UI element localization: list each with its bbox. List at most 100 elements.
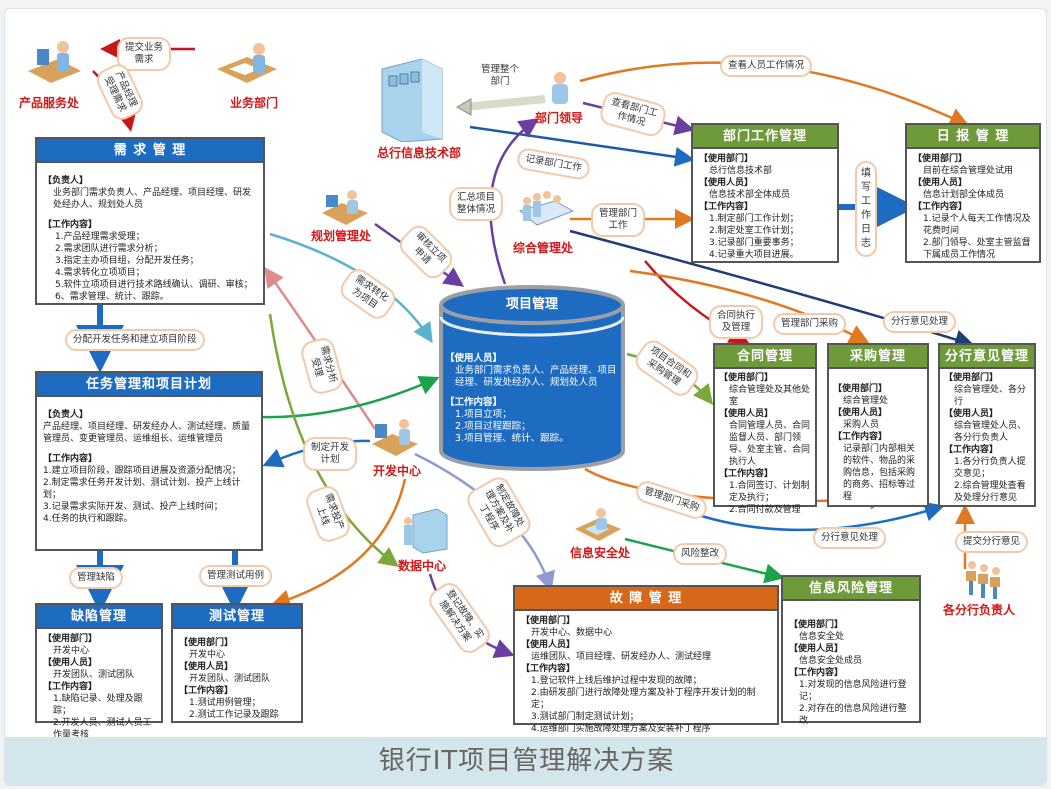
label-work: 【工作内容】 xyxy=(179,686,234,696)
project-mgmt-cylinder: 项目管理 【使用人员】 业务部门需求负责人、产品经理、项目经理、研发处经办人、规… xyxy=(437,283,627,473)
link-manage-whole xyxy=(464,95,546,111)
label-work: 【工作内容】 xyxy=(699,202,754,212)
work-item: 1.登记软件上线后维护过程中发现的故障； xyxy=(531,676,702,686)
building-icon xyxy=(381,58,443,142)
bubble-branch-opinion-1: 分行意见处理 xyxy=(883,311,957,333)
dept-text: 综合管理处 xyxy=(843,396,889,406)
users-text: 综合管理处人员、各分行负责人 xyxy=(954,421,1027,443)
work-item: 5.软件立项项目进行技术路线确认、调研、审核； xyxy=(55,280,253,290)
dept-text: 总行信息技术部 xyxy=(709,166,773,176)
fault-mgmt-box: 故 障 管 理 【使用部门】 开发中心、数据中心 【使用人员】 运维团队、项目经… xyxy=(513,585,779,734)
link-branch-opinion-2 xyxy=(694,501,945,532)
users-text: 业务部门需求负责人、产品经理、项目经理、研发处经办人、规划处人员 xyxy=(455,365,617,388)
bubble-fill-log: 填写工作日志 xyxy=(855,161,877,257)
work-item: 1.合同签订、计划制定及执行； xyxy=(729,481,810,503)
actor-hq-it: 总行信息技术部 xyxy=(377,146,462,160)
dept-text: 开发中心 xyxy=(189,650,226,660)
work-item: 2.制定处室工作计划； xyxy=(709,226,799,236)
branch-opinion-title: 分行意见管理 xyxy=(940,345,1034,369)
bubble-contract-exec: 合同执行 及管理 xyxy=(709,305,764,339)
work-item: 3.记录部门重要事务； xyxy=(709,238,799,248)
label-users: 【使用人员】 xyxy=(445,353,503,364)
label-owner: 【负责人】 xyxy=(43,176,89,186)
label-work: 【工作内容】 xyxy=(43,454,98,464)
work-item: 1.项目立项； xyxy=(455,409,512,420)
users-text: 开发团队、测试团队 xyxy=(189,674,271,684)
label-users: 【使用人员】 xyxy=(699,178,754,188)
bubble-manage-dept-work: 管理部门 工作 xyxy=(591,203,646,237)
project-mgmt-title: 项目管理 xyxy=(505,297,558,312)
diagram-canvas: 产品服务处 业务部门 总行信息技术部 部门领导 规划管理处 综合管理处 xyxy=(4,8,1047,786)
link-record-dept xyxy=(469,125,695,167)
work-item: 1.建立项目阶段，跟踪项目进展及资源分配情况； xyxy=(43,466,241,476)
info-security-icon xyxy=(575,508,621,541)
label-users: 【使用人员】 xyxy=(43,658,98,668)
bubble-summarize: 汇总项目 整体情况 xyxy=(449,187,504,221)
label-users: 【使用人员】 xyxy=(179,662,234,672)
label-dept: 【使用部门】 xyxy=(521,616,576,626)
actor-branch-heads: 各分行负责人 xyxy=(943,603,1016,617)
fault-mgmt-title: 故 障 管 理 xyxy=(515,587,777,611)
label-work: 【工作内容】 xyxy=(833,432,888,442)
users-text: 信息安全处成员 xyxy=(799,656,863,666)
dept-text: 开发中心 xyxy=(53,646,90,656)
work-item: 3.测试部门制定测试计划； xyxy=(531,712,639,722)
label-dept: 【使用部门】 xyxy=(789,620,844,630)
label-dept: 【使用部门】 xyxy=(179,638,234,648)
link-dev-to-test xyxy=(270,478,407,609)
owner-text: 业务部门需求负责人、产品经理、项目经理、研发处经办人、规划处人员 xyxy=(53,188,252,210)
actor-business-dept: 业务部门 xyxy=(230,96,279,110)
work-item: 1.测试用例管理； xyxy=(189,698,261,708)
label-users: 【使用人员】 xyxy=(913,178,968,188)
users-text: 开发团队、测试团队 xyxy=(53,670,135,680)
defect-mgmt-title: 缺陷管理 xyxy=(37,605,161,629)
actor-info-security: 信息安全处 xyxy=(570,546,631,560)
bubble-assign-tasks: 分配开发任务和建立项目阶段 xyxy=(65,329,205,351)
work-item: 2.开发人员、测试人员工作量考核 xyxy=(53,718,152,740)
bubble-risk-fix: 风险整改 xyxy=(673,543,728,565)
dept-text: 综合管理处及其他处室 xyxy=(729,385,811,407)
dept-text: 综合管理处、各分行 xyxy=(954,385,1027,407)
req-mgmt-title: 需 求 管 理 xyxy=(37,139,263,163)
actor-dept-leader: 部门领导 xyxy=(535,111,584,125)
task-mgmt-title: 任务管理和项目计划 xyxy=(37,373,261,397)
work-item: 2.综合管理处查看及处理分行意见 xyxy=(954,481,1026,503)
contract-mgmt-title: 合同管理 xyxy=(715,345,815,369)
work-item: 4.记录重大项目进展。 xyxy=(709,250,799,260)
link-task-to-project xyxy=(259,375,440,419)
info-risk-title: 信息风险管理 xyxy=(783,577,919,601)
dept-work-box: 部门工作管理 【使用部门】 总行信息技术部 【使用人员】 信息技术部全体成员 【… xyxy=(691,123,839,263)
product-service-person-icon xyxy=(28,41,81,83)
label-users: 【使用人员】 xyxy=(944,409,999,419)
task-mgmt-box: 任务管理和项目计划 【负责人】 产品经理、项目经理、研发经办人、测试经理、质量管… xyxy=(35,371,263,551)
work-item: 1.各分行负责人提交意见； xyxy=(954,457,1026,479)
actor-planning: 规划管理处 xyxy=(311,229,372,243)
label-work: 【工作内容】 xyxy=(944,445,999,455)
users-text: 信息计划部全体成员 xyxy=(923,190,1005,200)
work-item: 3.项目管理、统计、跟踪。 xyxy=(455,433,569,444)
work-item: 3.记录需求实际开发、测试、投产上线时间； xyxy=(43,502,223,512)
users-text: 运维团队、项目经理、研发经办人、测试经理 xyxy=(531,652,712,662)
label-work: 【工作内容】 xyxy=(521,664,576,674)
bubble-submit-opinion: 提交分行意见 xyxy=(955,531,1029,553)
daily-report-box: 日 报 管 理 【使用部门】 目前在综合管理处试用 【使用人员】 信息计划部全体… xyxy=(905,123,1041,263)
work-item: 2.合同付款及管理 xyxy=(729,505,801,515)
work-item: 3.指定主办项目组，分配开发任务； xyxy=(55,256,199,266)
req-mgmt-box: 需 求 管 理 【负责人】 业务部门需求负责人、产品经理、项目经理、研发处经办人… xyxy=(35,137,265,305)
planning-office-icon xyxy=(322,190,368,225)
label-users: 【使用人员】 xyxy=(789,644,844,654)
branch-opinion-box: 分行意见管理 【使用部门】 综合管理处、各分行 【使用人员】 综合管理处人员、各… xyxy=(938,343,1036,507)
bubble-view-staff-work: 查看人员工作情况 xyxy=(720,55,813,77)
actor-general-office: 综合管理处 xyxy=(513,241,574,255)
info-risk-box: 信息风险管理 【使用部门】 信息安全处 【使用人员】 信息安全处成员 【工作内容… xyxy=(781,575,921,726)
work-item: 1.产品经理需求受理； xyxy=(55,232,145,242)
label-dept: 【使用部门】 xyxy=(43,634,98,644)
dev-center-icon xyxy=(372,419,418,456)
users-text: 信息技术部全体成员 xyxy=(709,190,791,200)
work-item: 2.测试工作记录及跟踪 xyxy=(189,710,279,720)
branch-heads-icon xyxy=(966,561,1000,599)
test-mgmt-box: 测试管理 【使用部门】 开发中心 【使用人员】 开发团队、测试团队 【工作内容】… xyxy=(171,603,303,723)
page-title: 银行IT项目管理解决方案 xyxy=(378,746,675,776)
data-center-server-icon xyxy=(404,508,448,554)
bubble-manage-whole: 管理整个 部门 xyxy=(481,64,520,87)
